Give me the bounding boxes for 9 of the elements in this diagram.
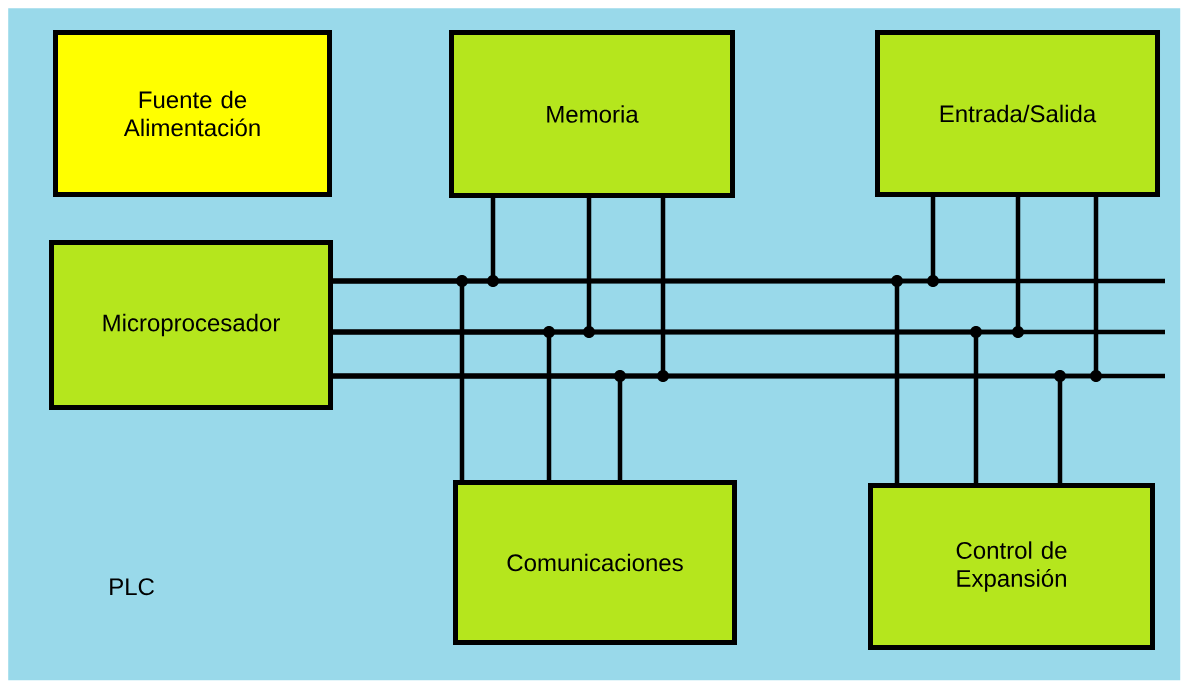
module-box: Memoria xyxy=(449,30,735,198)
module-box: Microprocesador xyxy=(49,240,333,410)
module-box: Entrada/Salida xyxy=(875,30,1160,197)
power-supply-box: Fuente de Alimentación xyxy=(53,30,332,197)
bus-connector xyxy=(333,370,1066,483)
bus-connector xyxy=(333,326,982,483)
module-box: Comunicaciones xyxy=(453,480,737,645)
module-box: Control de Expansión xyxy=(868,483,1155,650)
bus-connector xyxy=(333,275,903,483)
